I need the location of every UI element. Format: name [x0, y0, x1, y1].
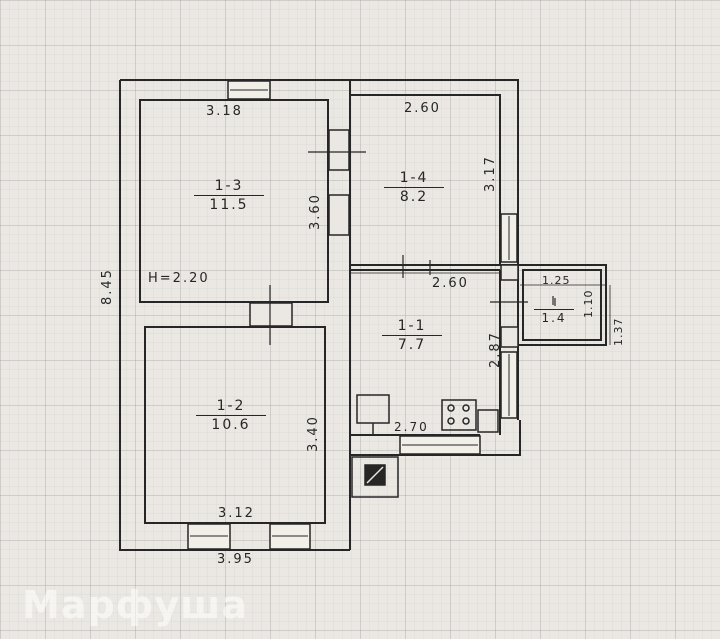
room-area: 7.7 [397, 337, 427, 353]
porch-inner [522, 269, 602, 341]
porch [517, 264, 607, 346]
watermark: Марфуша [22, 583, 249, 627]
dim-right-upper: 3.17 [483, 155, 498, 192]
ceiling-height: H=2.20 [148, 271, 210, 286]
room-number: 1-2 [196, 398, 266, 416]
washstand [356, 394, 390, 424]
room-number: 1-1 [382, 318, 442, 336]
room-area: 11.5 [209, 197, 249, 213]
wall-room-1-4 [350, 94, 501, 265]
doorway [500, 264, 519, 281]
dim-lower-mid: 3.40 [306, 415, 321, 452]
dim-top-left: 3.18 [206, 104, 243, 119]
dim-bottom-inner: 3.12 [218, 506, 255, 521]
dim-left-outer: 8.45 [100, 268, 115, 305]
doorway [500, 326, 519, 348]
room-area: 10.6 [211, 417, 251, 433]
outer-wall [480, 420, 521, 456]
room-number: 1-3 [194, 178, 264, 196]
doorway [328, 129, 350, 171]
dim-porch-inner: 1.10 [582, 289, 595, 319]
room-1-3-label: 1-3 11.5 [194, 178, 264, 213]
outer-wall [119, 80, 350, 551]
dim-porch-width: 1.25 [542, 274, 571, 287]
dim-room13-right: 3.60 [308, 193, 323, 230]
dim-lower-right: 2.87 [488, 331, 503, 368]
dim-mid-right: 2.60 [432, 276, 469, 291]
doorway [249, 302, 293, 327]
room-number: 1-4 [384, 170, 444, 188]
room-1-4-label: 1-4 8.2 [384, 170, 444, 205]
room-area: 1.4 [541, 311, 567, 325]
dim-kitchen-bottom: 2.70 [394, 420, 429, 434]
doorway [328, 194, 350, 236]
room-I-label: I 1.4 [534, 294, 574, 325]
stove [441, 399, 477, 431]
room-number: I [534, 294, 574, 310]
dim-bottom-outer: 3.95 [217, 552, 254, 567]
dim-top-right: 2.60 [404, 101, 441, 116]
heater [351, 456, 399, 498]
dim-porch-outer: 1.37 [612, 317, 625, 347]
room-area: 8.2 [399, 189, 429, 205]
outer-wall [350, 79, 519, 265]
sink [477, 409, 499, 433]
room-1-1-label: 1-1 7.7 [382, 318, 442, 353]
room-1-2-label: 1-2 10.6 [196, 398, 266, 433]
